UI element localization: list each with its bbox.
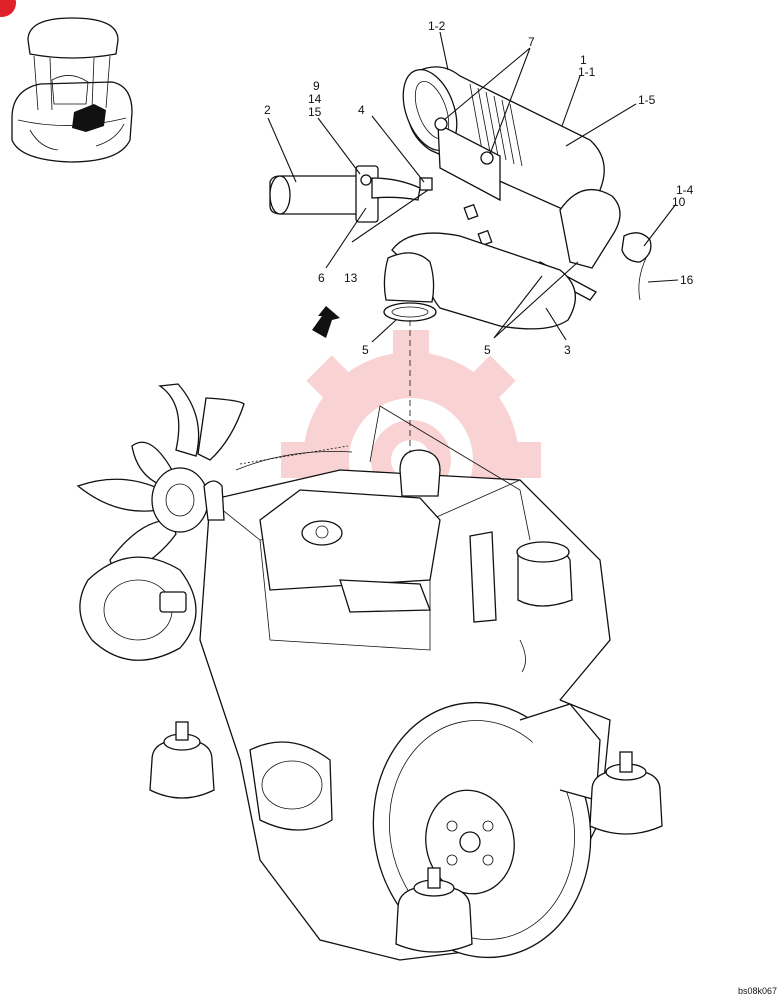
callout-6: 6: [318, 271, 325, 285]
air-cleaner-assembly: [269, 66, 652, 470]
callout-14: 14: [308, 92, 322, 106]
callout-1-2: 1-2: [428, 19, 446, 33]
callout-9: 9: [313, 79, 320, 93]
callout-4: 4: [358, 103, 365, 117]
corner-mark-icon: [0, 0, 16, 17]
callout-5-right: 5: [484, 343, 491, 357]
callout-3: 3: [564, 343, 571, 357]
callout-5-left: 5: [362, 343, 369, 357]
callout-16: 16: [680, 273, 694, 287]
engine-mount: [149, 721, 215, 799]
callout-2: 2: [264, 103, 271, 117]
callout-7: 7: [528, 35, 535, 49]
callout-1-5: 1-5: [638, 93, 656, 107]
callout-1: 1: [580, 53, 587, 67]
callout-1-1: 1-1: [578, 65, 596, 79]
callout-10: 10: [672, 195, 686, 209]
callout-13: 13: [344, 271, 358, 285]
callout-1-4: 1-4: [676, 183, 694, 197]
machine-thumbnail: [11, 17, 133, 163]
engine-mount: [589, 751, 663, 835]
engine-mount: [395, 867, 473, 953]
callout-15: 15: [308, 105, 322, 119]
engine: [76, 383, 663, 961]
drawing-code: bs08k067: [738, 986, 777, 996]
leader-lines: [267, 31, 679, 343]
